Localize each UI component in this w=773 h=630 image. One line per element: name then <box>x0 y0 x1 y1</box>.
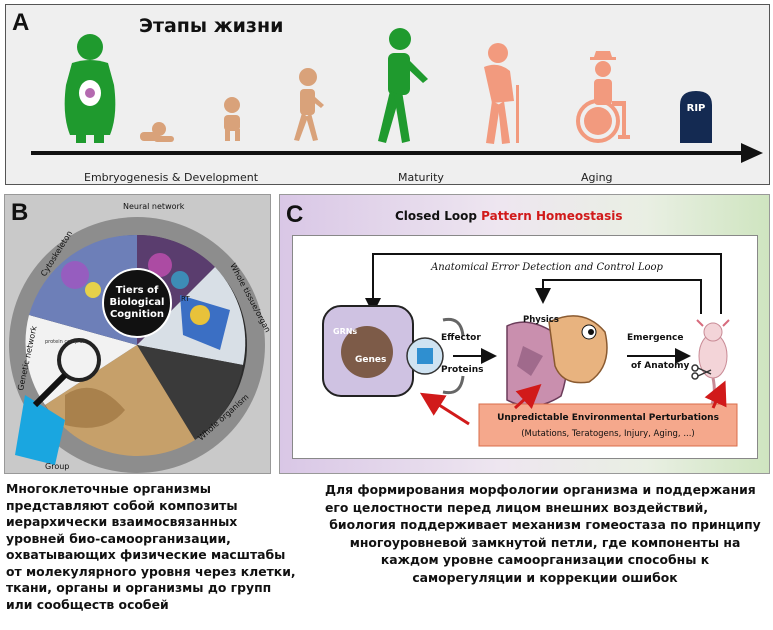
panel-a-life-stages: A Этапы жизни <box>5 4 770 185</box>
elderly-person-icon <box>484 43 519 144</box>
sector-group <box>45 345 195 457</box>
inner-loop-line <box>542 279 702 314</box>
panel-b-label: B <box>11 199 29 226</box>
caption-right: Для формирования морфологии организма и … <box>325 481 765 586</box>
emergence-label-1: Emergence <box>627 333 683 343</box>
center-circle <box>102 268 172 338</box>
life-stages-figure: RIP <box>31 28 763 163</box>
panel-a-title: Этапы жизни <box>139 15 284 37</box>
panel-c-homeostasis: C Closed Loop Pattern Homeostasis <box>279 194 770 474</box>
caption-right-line: его целостности перед лицом внешних возд… <box>325 499 709 515</box>
stage-maturity: Maturity <box>398 171 444 184</box>
perturbation-title: Unpredictable Environmental Perturbation… <box>497 413 719 423</box>
effector-label-2: Proteins <box>441 365 483 375</box>
label-rt: RT <box>181 295 190 303</box>
toddler-icon <box>224 97 240 141</box>
sector-whole-organism <box>137 345 243 440</box>
caption-right-line: многоуровневой замкнутой петли, где комп… <box>349 534 741 550</box>
caption-left-line: от молекулярного уровня через клетки, <box>6 563 296 579</box>
title-highlight: Pattern Homeostasis <box>481 209 623 223</box>
pregnant-woman-icon <box>64 34 116 143</box>
center-text-line1: Tiers of <box>116 285 159 296</box>
center-text-line2: Biological <box>110 297 165 308</box>
tombstone-text: RIP <box>687 103 706 114</box>
red-arrow-axolotl <box>704 380 727 409</box>
embryo-head-shape <box>548 315 608 384</box>
grns-label: GRNs <box>333 327 357 336</box>
stage-aging: Aging <box>581 171 613 184</box>
child-icon <box>294 68 324 141</box>
label-neural-network: Neural network <box>123 202 185 211</box>
caption-left: Многоклеточные организмы представляют со… <box>6 481 296 613</box>
caption-left-line: уровней био-самоорганизации, <box>6 530 231 546</box>
caption-right-line: Для формирования морфологии организма и … <box>325 482 756 497</box>
magnifier-icon <box>57 338 101 382</box>
perturbation-box <box>478 403 738 447</box>
label-protein-complex: protein complex <box>45 339 86 345</box>
perturbation-subtitle: (Mutations, Teratogens, Injury, Aging, .… <box>521 429 695 439</box>
loop-diagram: Anatomical Error Detection and Control L… <box>322 253 738 447</box>
caption-left-line: иерархически взаимосвязанных <box>6 514 238 529</box>
adult-icon <box>378 28 428 143</box>
caption-left-line: или сообществ особей <box>6 596 169 612</box>
center-text-line3: Cognition <box>110 309 164 320</box>
panel-a-label: A <box>12 9 30 36</box>
effector-label-1: Effector <box>441 333 481 343</box>
wheelchair-person-icon <box>576 51 630 143</box>
red-arrow-cell <box>419 392 470 426</box>
stage-embryogenesis: Embryogenesis & Development <box>84 171 259 184</box>
caption-right-line: саморегуляции и коррекции ошибок <box>412 569 678 585</box>
infant-icon <box>140 122 174 142</box>
caption-right-line: биология поддерживает механизм гомеостаз… <box>329 517 761 532</box>
caption-left-line: Многоклеточные организмы <box>6 481 211 496</box>
axolotl-icon <box>696 319 730 413</box>
timeline-arrowhead <box>741 143 763 163</box>
emergence-label-2: of Anatomy <box>631 361 690 371</box>
loop-label: Anatomical Error Detection and Control L… <box>430 262 663 273</box>
red-arrow-tissue <box>513 383 542 410</box>
blue-corner <box>15 395 65 465</box>
panel-b-tiers: Tiers of Biological Cognition Neural net… <box>4 194 271 474</box>
tiers-wheel-figure: Tiers of Biological Cognition Neural net… <box>9 202 270 473</box>
tombstone-icon <box>680 91 712 143</box>
caption-left-line: ткани, органы и организмы до групп <box>6 580 272 595</box>
outer-loop-line <box>372 253 722 314</box>
title-prefix: Closed Loop <box>395 209 477 223</box>
caption-right-line: каждом уровне самоорганизации способны к <box>380 552 710 567</box>
loop-diagram-box: Anatomical Error Detection and Control L… <box>292 235 758 459</box>
genes-label: Genes <box>355 355 386 365</box>
label-group: Group <box>45 462 69 471</box>
physics-label: Physics <box>523 315 559 325</box>
nucleus-shape <box>341 326 393 378</box>
caption-left-line: охватывающих физические масштабы <box>6 547 286 562</box>
panel-c-title: Closed Loop Pattern Homeostasis <box>395 209 623 223</box>
caption-left-line: представляют собой композиты <box>6 497 238 513</box>
panel-c-label: C <box>286 201 304 228</box>
scissors-icon <box>691 364 712 380</box>
